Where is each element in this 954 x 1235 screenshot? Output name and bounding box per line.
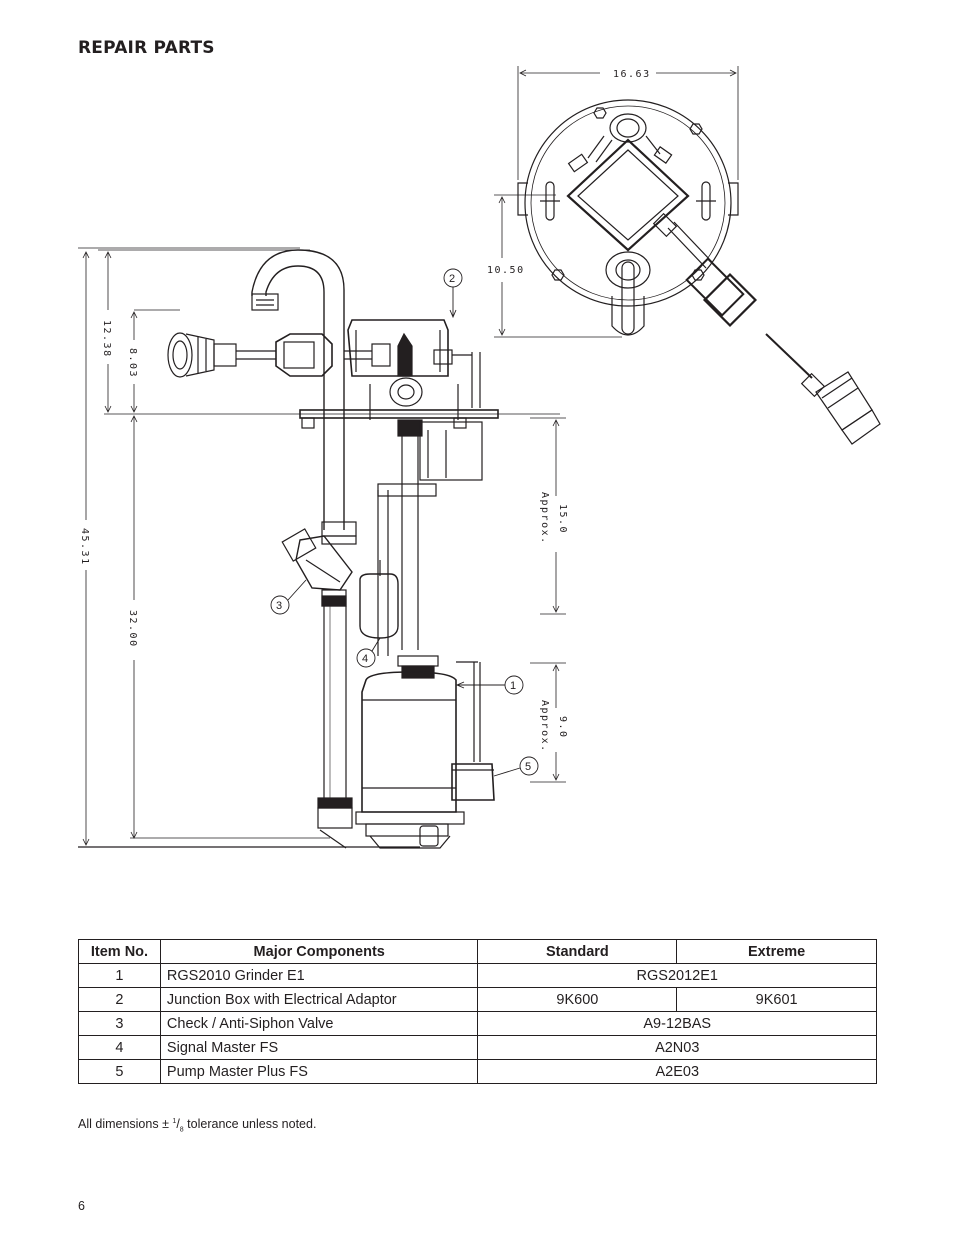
header-extreme: Extreme [676, 939, 877, 964]
dim-adaptor-height: 8.03 [127, 348, 138, 378]
table-header-row: Item No. Major Components Standard Extre… [78, 939, 877, 964]
callout-5: 5 [525, 761, 531, 773]
callout-1: 1 [510, 680, 516, 692]
footnote-suffix: tolerance unless noted. [183, 1117, 317, 1131]
part-number: A2N03 [477, 1035, 877, 1060]
callouts [270, 268, 539, 777]
dim-top-width: 16.63 [613, 69, 651, 80]
tolerance-footnote: All dimensions ± 1/8 tolerance unless no… [78, 1117, 317, 1134]
dim-float-upper-note: Approx. [539, 492, 550, 545]
pump-system-drawing: 16.63 10.50 45.31 12.38 8.03 32.00 15.0 … [78, 66, 881, 849]
part-number-standard: 9K600 [477, 987, 678, 1012]
item-no: 5 [78, 1059, 161, 1084]
dim-basin-depth: 32.00 [127, 610, 138, 648]
part-number: A2E03 [477, 1059, 877, 1084]
callout-3: 3 [276, 600, 282, 612]
dim-top-depth: 10.50 [487, 265, 525, 276]
item-no: 2 [78, 987, 161, 1012]
item-no: 1 [78, 963, 161, 988]
callout-4: 4 [362, 653, 368, 665]
top-view [517, 99, 881, 445]
dim-discharge-height: 12.38 [101, 320, 112, 358]
footnote-fraction-denominator: 8 [179, 1126, 184, 1134]
component: Signal Master FS [159, 1035, 479, 1060]
dim-float-lower-note: Approx. [539, 700, 550, 753]
table-row: 3 Check / Anti-Siphon Valve A9-12BAS [78, 1011, 877, 1036]
table-row: 1 RGS2010 Grinder E1 RGS2012E1 [78, 963, 877, 988]
dim-float-upper: 15.0 [557, 504, 568, 534]
dim-float-lower: 9.0 [557, 716, 568, 739]
item-no: 3 [78, 1011, 161, 1036]
header-standard: Standard [477, 939, 678, 964]
page-number: 6 [78, 1199, 85, 1213]
part-number: A9-12BAS [477, 1011, 877, 1036]
callout-2: 2 [449, 273, 455, 285]
footnote-prefix: All dimensions ± [78, 1117, 173, 1131]
table-row: 5 Pump Master Plus FS A2E03 [78, 1059, 877, 1084]
side-view [78, 249, 499, 849]
item-no: 4 [78, 1035, 161, 1060]
table-row: 4 Signal Master FS A2N03 [78, 1035, 877, 1060]
page-title: REPAIR PARTS [78, 38, 215, 58]
header-major-components: Major Components [159, 939, 479, 964]
side-dimensions [78, 247, 566, 846]
repair-parts-table: Item No. Major Components Standard Extre… [78, 939, 877, 1084]
component: Check / Anti-Siphon Valve [159, 1011, 479, 1036]
dim-overall-height: 45.31 [79, 528, 90, 566]
part-number: RGS2012E1 [477, 963, 877, 988]
component: Junction Box with Electrical Adaptor [159, 987, 479, 1012]
table-row: 2 Junction Box with Electrical Adaptor 9… [78, 987, 877, 1012]
top-dimensions [494, 66, 739, 338]
component: Pump Master Plus FS [159, 1059, 479, 1084]
header-item-no: Item No. [78, 939, 161, 964]
component: RGS2010 Grinder E1 [159, 963, 479, 988]
part-number-extreme: 9K601 [676, 987, 877, 1012]
footnote-fraction-numerator: 1 [172, 1117, 177, 1125]
